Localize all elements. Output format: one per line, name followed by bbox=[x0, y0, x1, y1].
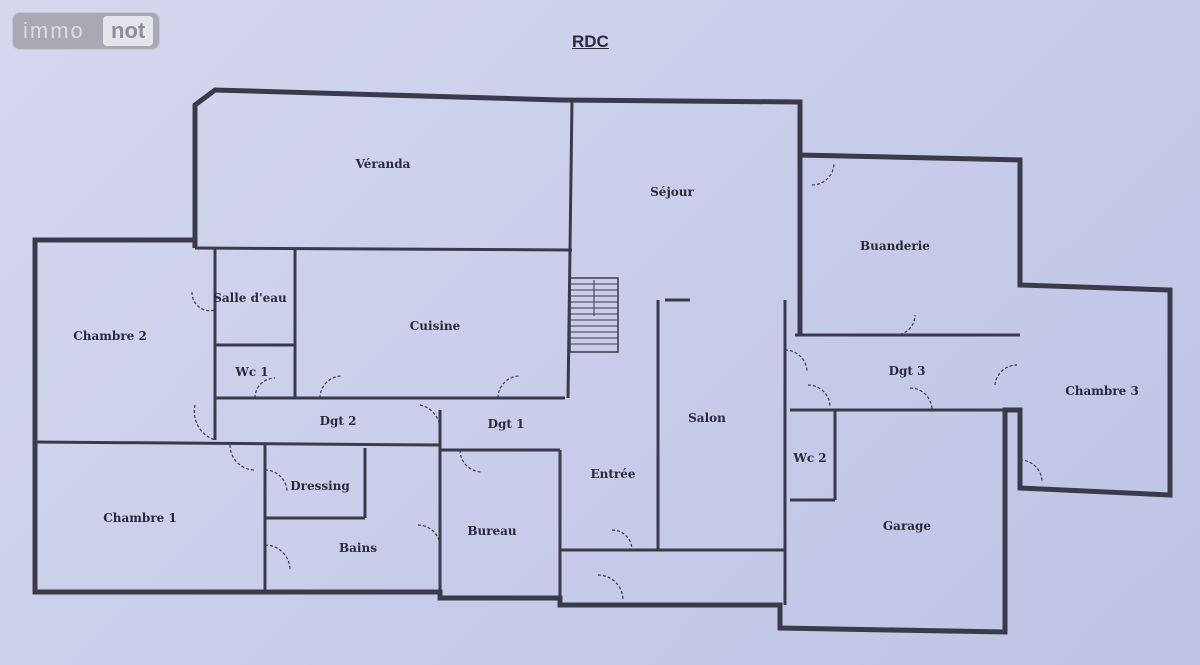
logo-part-1: immo bbox=[23, 18, 85, 43]
door-swings bbox=[191, 162, 1043, 601]
room-label-chambre-2: Chambre 2 bbox=[73, 329, 147, 343]
staircase bbox=[569, 277, 619, 353]
room-label-dgt-3: Dgt 3 bbox=[889, 364, 926, 378]
immonot-logo: immo not bbox=[12, 12, 160, 50]
room-label-sejour: Séjour bbox=[650, 185, 694, 199]
room-label-entree: Entrée bbox=[590, 467, 635, 481]
interior-walls bbox=[34, 99, 1020, 605]
room-label-chambre-1: Chambre 1 bbox=[103, 511, 177, 525]
room-label-cuisine: Cuisine bbox=[410, 319, 461, 333]
room-label-buanderie: Buanderie bbox=[860, 239, 930, 253]
room-label-bains: Bains bbox=[339, 541, 377, 555]
room-label-dgt-1: Dgt 1 bbox=[488, 417, 525, 431]
logo-part-2: not bbox=[103, 16, 154, 46]
room-label-bureau: Bureau bbox=[467, 524, 517, 538]
room-label-salon: Salon bbox=[688, 411, 726, 425]
room-label-garage: Garage bbox=[883, 519, 932, 533]
room-label-dressing: Dressing bbox=[290, 479, 350, 493]
room-label-dgt-2: Dgt 2 bbox=[320, 414, 357, 428]
plan-title: RDC bbox=[572, 32, 609, 51]
room-label-salle-eau: Salle d'eau bbox=[213, 291, 287, 305]
room-label-veranda: Véranda bbox=[355, 157, 411, 171]
room-label-chambre-3: Chambre 3 bbox=[1065, 384, 1139, 398]
room-label-wc-2: Wc 2 bbox=[792, 451, 826, 465]
room-label-wc-1: Wc 1 bbox=[234, 365, 268, 379]
